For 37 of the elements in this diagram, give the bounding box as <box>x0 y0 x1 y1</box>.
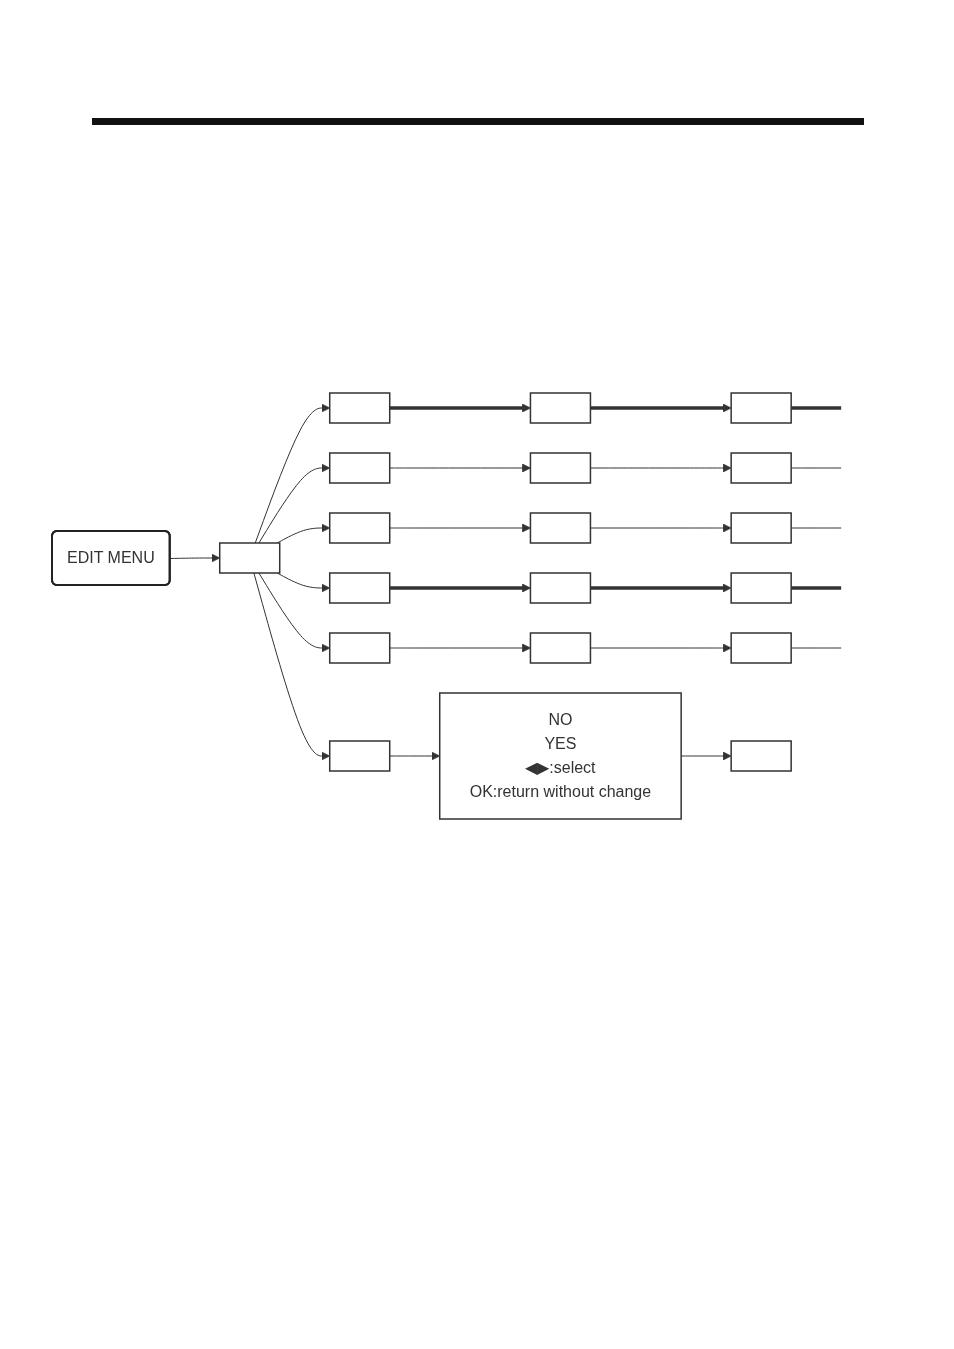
arrow <box>590 463 732 473</box>
arrow <box>258 572 331 653</box>
node-box <box>530 392 592 424</box>
arrow <box>590 403 732 413</box>
node-box <box>530 452 592 484</box>
connector <box>791 586 842 590</box>
arrow <box>277 572 331 593</box>
node-box <box>329 572 391 604</box>
node-box <box>730 392 793 424</box>
node-box <box>329 392 391 424</box>
arrow <box>590 583 732 593</box>
node-box <box>730 572 793 604</box>
node-box <box>730 740 793 772</box>
node-box <box>329 740 391 772</box>
node-box: NO YES ◀▶:select OK:return without change <box>439 692 683 820</box>
arrow <box>590 523 732 533</box>
connector <box>791 647 843 649</box>
node-box <box>730 512 793 544</box>
connector <box>791 527 843 529</box>
arrow <box>277 523 331 544</box>
connector <box>791 467 843 469</box>
node-box <box>530 632 592 664</box>
arrow <box>258 463 331 544</box>
node-box <box>329 452 391 484</box>
arrow <box>681 751 732 761</box>
node-box <box>329 632 391 664</box>
arrow <box>255 403 331 544</box>
arrow <box>170 553 221 563</box>
node-box <box>530 512 592 544</box>
node-box <box>329 512 391 544</box>
arrow <box>253 572 331 761</box>
node-box <box>530 572 592 604</box>
node-box <box>730 632 793 664</box>
arrow <box>590 643 732 653</box>
node-box <box>219 542 281 574</box>
connector <box>791 406 842 410</box>
node-box <box>730 452 793 484</box>
